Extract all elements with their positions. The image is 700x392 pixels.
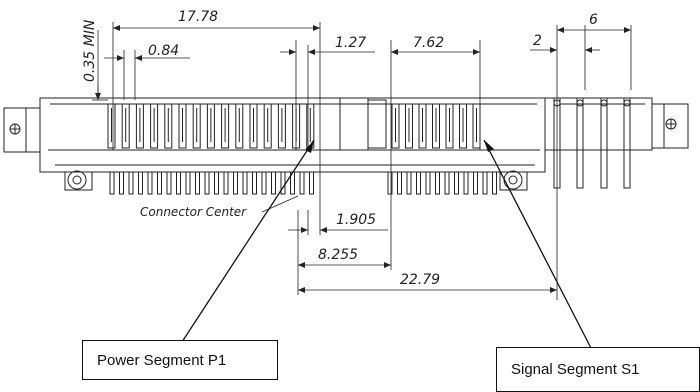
signal-segment-callout: Signal Segment S1 [496,347,700,392]
dim-text-22-79: 22.79 [400,272,440,288]
dim-text-0-35-min: 0.35 MIN [82,19,98,82]
power-contact [235,103,244,149]
power-contact [164,103,173,149]
contact-tail [444,171,450,195]
power-contact [135,103,144,149]
power-contact [107,103,116,149]
contact-tail [195,171,200,195]
contact-tail [261,171,267,195]
signal-segment-label: Signal Segment S1 [511,361,640,378]
signal-contacts [391,103,481,149]
contact-tail [119,171,124,195]
dim-text-7-62: 7.62 [413,35,444,51]
contact-tail [397,171,402,195]
power-segment-callout: Power Segment P1 [82,340,278,380]
contact-tail [138,171,143,195]
contact-tail [128,171,134,195]
power-contact [249,103,258,149]
contact-tail [482,171,488,195]
power-contact [121,103,130,149]
right-pin [576,97,584,189]
contact-tail [214,171,219,195]
power-leader [179,139,315,346]
signal-contact [432,103,440,149]
center-key [339,97,369,151]
contact-tail [147,171,153,195]
power-contact [221,103,230,149]
signal-contact [405,103,413,149]
right-side-pins [553,97,631,189]
contact-tail [176,171,181,195]
contact-tail [473,171,478,195]
right-pin [623,97,631,189]
left-mount-ear [3,107,41,153]
contact-tail [387,171,393,195]
contact-tail [435,171,440,195]
contact-tail [309,171,314,195]
power-contacts [107,103,315,149]
contact-tail [280,171,286,195]
contact-tails [109,171,497,195]
contact-tail [299,171,305,195]
dim-text-17-78: 17.78 [178,9,218,25]
left-peg [67,170,87,190]
right-pin [600,97,608,189]
contact-tail [454,171,459,195]
connector-center-label: Connector Center [140,205,247,219]
contact-tail [416,171,421,195]
right-mount-ear [651,103,689,149]
signal-contact [418,103,427,149]
contact-tail [463,171,469,195]
signal-contact [445,103,454,149]
signal-leader [483,139,593,351]
right-pin-head [576,99,584,107]
contact-tail [406,171,412,195]
power-contact [178,103,187,149]
dim-text-1-27: 1.27 [335,35,366,51]
contact-tail [223,171,229,195]
contact-tail [271,171,276,195]
power-contact [150,103,159,149]
contact-tail [204,171,210,195]
power-contact [277,103,286,149]
contact-tail [425,171,431,195]
contact-tail [185,171,191,195]
contact-tail [157,171,162,195]
right-pin-head [600,99,608,107]
power-segment-label: Power Segment P1 [97,351,227,369]
contact-tail [109,171,115,195]
right-pin-head [623,99,631,107]
power-contact [206,103,215,149]
power-contact [263,103,272,149]
dim-text-2: 2 [533,33,542,49]
contact-tail [166,171,172,195]
dim-text-1-905: 1.905 [336,212,376,228]
power-contact [192,103,201,149]
contact-tail [242,171,248,195]
contact-tail [233,171,238,195]
dim-text-8-255: 8.255 [318,247,358,263]
dim-text-6: 6 [589,12,598,28]
signal-contact [391,103,400,149]
right-peg [503,170,523,190]
contact-tail [492,171,497,195]
dim-text-0-84: 0.84 [148,43,179,59]
contact-tail [252,171,257,195]
signal-contact [459,103,467,149]
